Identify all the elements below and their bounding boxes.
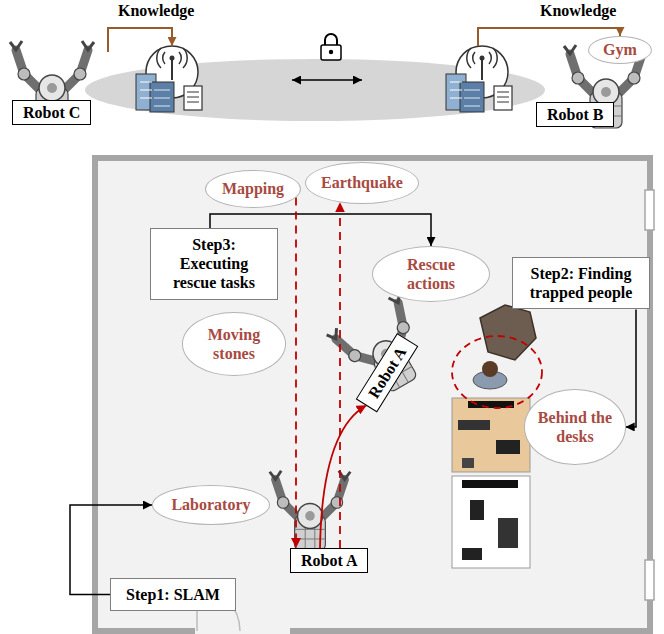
node-text: Moving stones: [198, 325, 270, 363]
node-text: Mapping: [222, 179, 284, 198]
node-text: Rescue actions: [395, 255, 467, 293]
step-box: Step3: Executing rescue tasks: [150, 228, 278, 300]
scene-ellipse: Laboratory: [152, 485, 270, 525]
robot-label: Robot A: [290, 548, 368, 573]
node-text: Behind the desks: [536, 408, 614, 446]
robot-label: Robot B: [536, 102, 614, 127]
scene-ellipse: Rescue actions: [372, 246, 490, 302]
node-text: Step2: Finding trapped people: [519, 264, 643, 302]
scene-ellipse: Moving stones: [182, 312, 286, 375]
scene-ellipse: Earthquake: [305, 162, 419, 204]
robot-label: Robot A: [356, 332, 419, 412]
scene-ellipse: Gym: [588, 36, 652, 64]
node-text: Gym: [603, 40, 637, 59]
connector: [295, 197, 297, 548]
step-box: Step1: SLAM: [110, 578, 236, 611]
connector: [320, 405, 367, 548]
scene-ellipse: Behind the desks: [524, 389, 625, 465]
node-text: Robot C: [23, 103, 80, 122]
node-text: Step1: SLAM: [117, 585, 229, 604]
free-label: Knowledge: [118, 2, 194, 20]
free-label: Knowledge: [540, 2, 616, 20]
step-box: Step2: Finding trapped people: [512, 257, 650, 309]
node-text: Robot B: [547, 105, 603, 124]
node-text: Robot A: [364, 343, 410, 401]
connector: [339, 202, 341, 548]
node-text: Laboratory: [171, 495, 250, 514]
robot-label: Robot C: [12, 100, 91, 125]
scene-ellipse: Mapping: [205, 170, 301, 208]
node-text: Step3: Executing rescue tasks: [157, 235, 271, 293]
node-text: Earthquake: [321, 173, 403, 192]
connector: [626, 309, 636, 427]
node-text: Robot A: [301, 551, 357, 570]
